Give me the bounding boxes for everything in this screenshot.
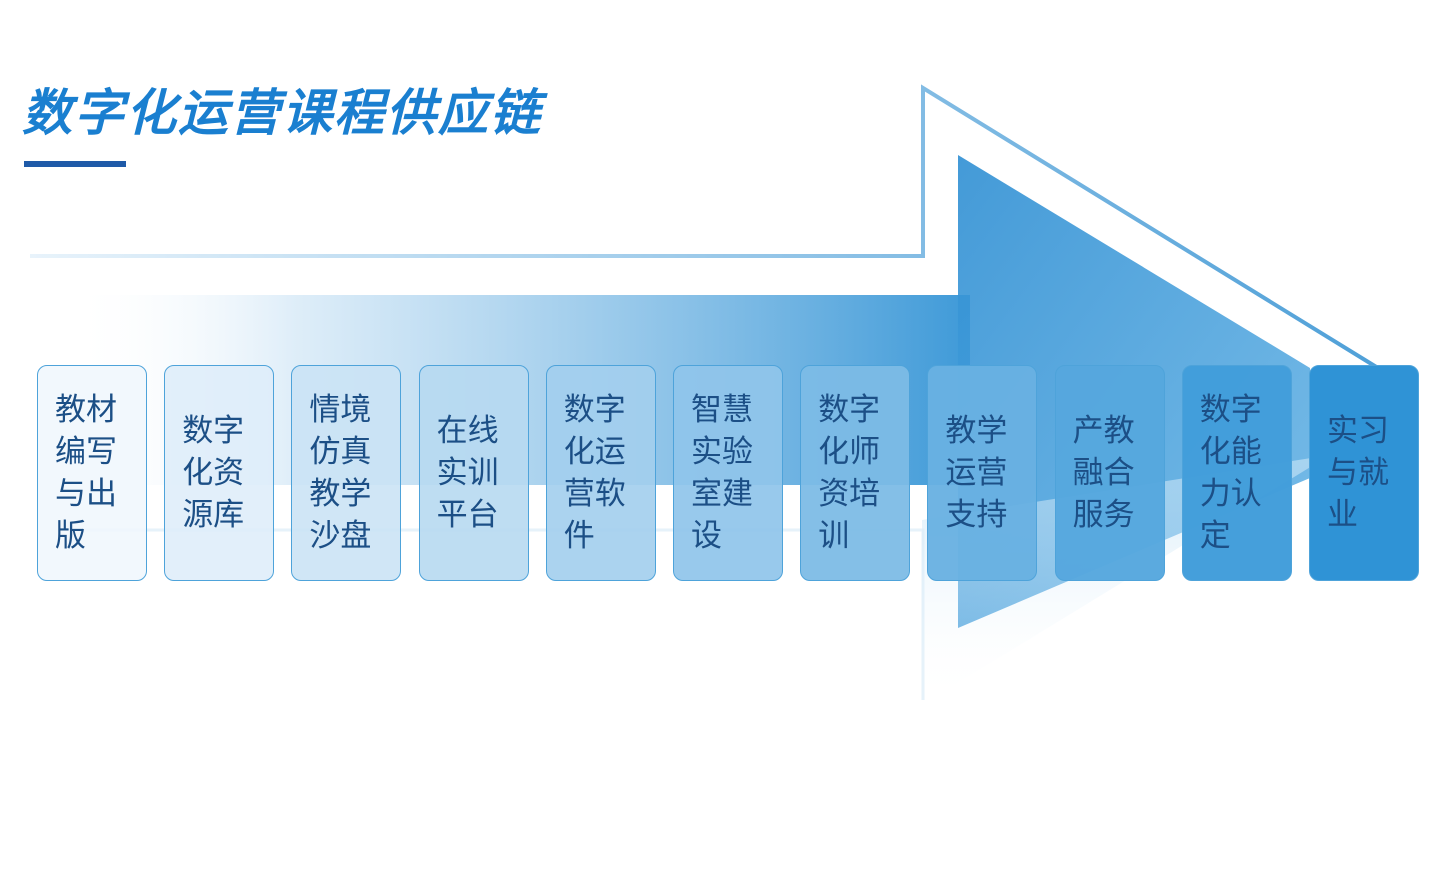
step-label: 数字化运营软件 [563, 392, 626, 554]
step-label: 数字化资源库 [182, 413, 245, 533]
step-label: 教材编写与出版 [55, 392, 117, 554]
step-box: 情境仿真教学沙盘 [291, 365, 402, 581]
step-label: 在线实训平台 [436, 413, 499, 533]
step-label: 智慧实验室建设 [691, 392, 753, 554]
step-box: 数字化资源库 [164, 365, 275, 581]
step-box: 教学运营支持 [927, 365, 1038, 581]
step-box: 数字化运营软件 [545, 365, 656, 581]
step-label: 数字化师资培训 [818, 392, 881, 554]
arrow-outline [30, 84, 1380, 370]
step-box: 教材编写与出版 [37, 365, 147, 581]
step-label: 情境仿真教学沙盘 [309, 392, 372, 554]
step-box: 产教融合服务 [1054, 365, 1165, 581]
step-label: 产教融合服务 [1072, 413, 1135, 533]
step-box: 数字化能力认定 [1181, 365, 1292, 581]
step-box: 实习与就业 [1309, 365, 1419, 581]
step-box: 数字化师资培训 [800, 365, 911, 581]
step-label: 数字化能力认定 [1199, 392, 1262, 554]
title-underline [24, 161, 126, 167]
step-box: 智慧实验室建设 [673, 365, 783, 581]
page-title: 数字化运营课程供应链 [22, 84, 542, 142]
step-label: 实习与就业 [1327, 413, 1389, 533]
step-label: 教学运营支持 [945, 413, 1008, 533]
step-box: 在线实训平台 [418, 365, 529, 581]
